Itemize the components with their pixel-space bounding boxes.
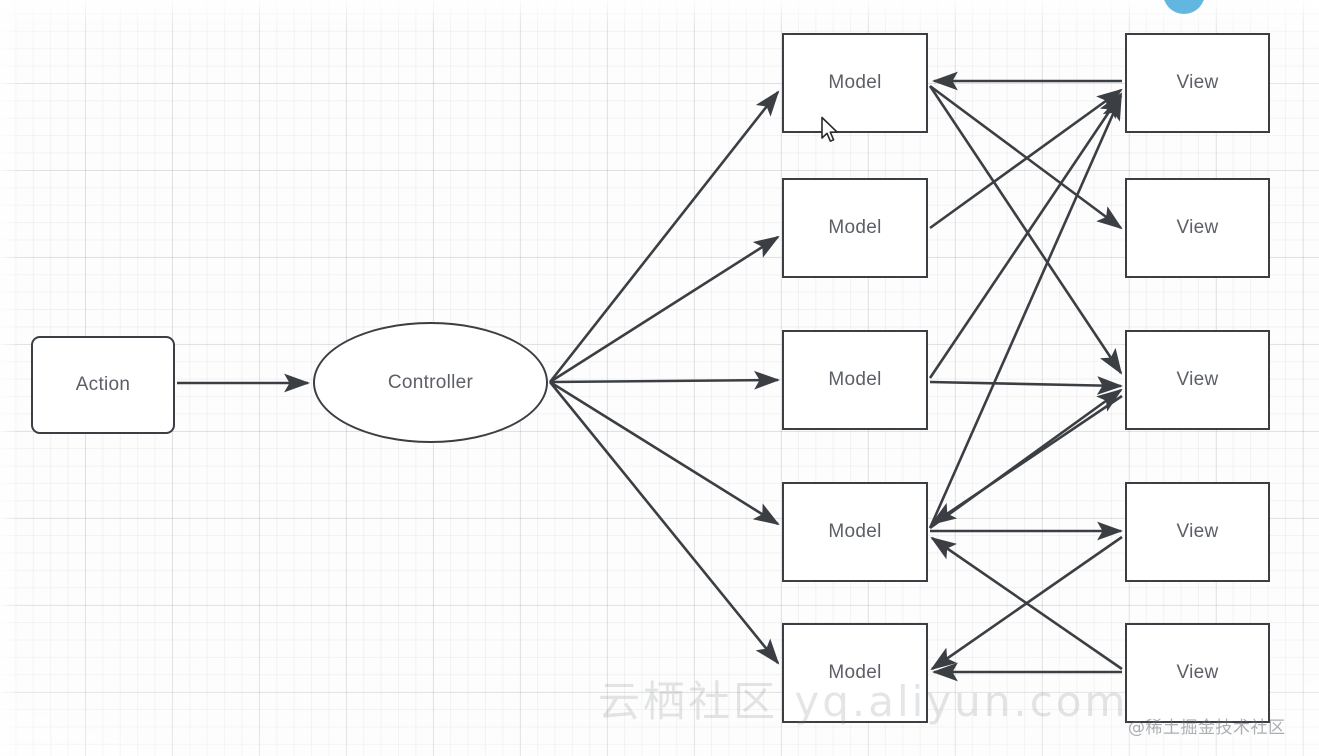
node-model-5[interactable]: Model [782,623,928,723]
node-model-5-label: Model [828,662,882,683]
node-controller[interactable]: Controller [313,322,548,443]
node-view-2[interactable]: View [1125,178,1270,278]
node-action-label: Action [75,374,131,395]
node-model-3-label: Model [828,369,882,390]
node-view-4[interactable]: View [1125,482,1270,582]
node-model-4[interactable]: Model [782,482,928,582]
node-view-5[interactable]: View [1125,623,1270,723]
node-view-3-label: View [1176,369,1219,390]
node-view-3[interactable]: View [1125,330,1270,430]
node-model-4-label: Model [828,521,882,542]
node-model-3[interactable]: Model [782,330,928,430]
node-view-4-label: View [1176,521,1219,542]
node-view-5-label: View [1176,662,1219,683]
node-view-2-label: View [1176,217,1219,238]
node-model-2[interactable]: Model [782,178,928,278]
node-controller-label: Controller [387,371,474,393]
node-model-1-label: Model [828,72,882,93]
node-action[interactable]: Action [31,336,175,434]
node-view-1[interactable]: View [1125,33,1270,133]
node-view-1-label: View [1176,72,1219,93]
node-model-2-label: Model [828,217,882,238]
node-model-1[interactable]: Model [782,33,928,133]
